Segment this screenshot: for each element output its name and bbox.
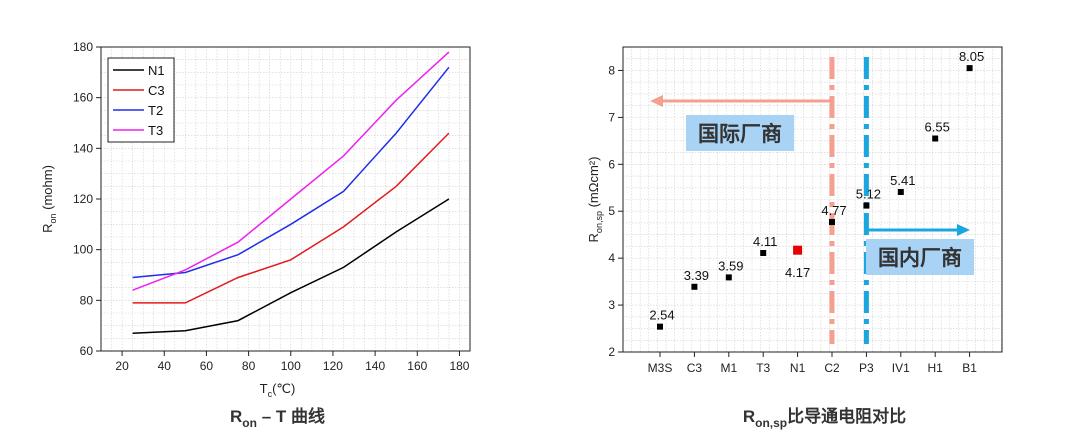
vendor-arrows (650, 94, 970, 236)
data-label-m3s: 2.54 (649, 308, 674, 323)
left-y-tick-label: 120 (73, 192, 93, 206)
legend-label-t2: T2 (148, 103, 163, 118)
right-x-tick-label: C3 (687, 361, 703, 375)
international-vendors-label-bg (686, 115, 794, 151)
data-label-p3: 5.12 (856, 187, 881, 202)
left-y-axis-label: Ron (mohm) (40, 165, 58, 233)
right-x-tick-label: C2 (824, 361, 840, 375)
international-arrow-head (650, 94, 663, 107)
data-label-c3: 3.39 (684, 268, 709, 283)
right-data-points: 2.54 3.39 3.59 4.11 4.17 4.77 5.12 5.41 6.55 8.05 (649, 49, 984, 330)
left-x-tick-label: 140 (365, 359, 385, 373)
right-y-tick-label: 7 (608, 110, 615, 124)
domestic-vendors-label-bg (866, 239, 974, 275)
right-x-tick-label: B1 (962, 361, 977, 375)
data-point-n1 (793, 245, 803, 255)
left-y-tick-label: 140 (73, 141, 93, 155)
data-label-n1: 4.17 (785, 265, 810, 280)
legend-box (107, 57, 175, 143)
series-line-n1 (132, 198, 450, 335)
right-y-tick-label: 6 (608, 157, 615, 171)
series-line-t3 (132, 51, 450, 291)
data-label-h1: 6.55 (925, 120, 950, 135)
right-x-tick-label: N1 (790, 361, 806, 375)
left-x-tick-label: 160 (407, 359, 427, 373)
domestic-arrow-head (957, 224, 970, 236)
right-y-tick-label: 2 (608, 345, 615, 359)
left-ticks: 20 40 60 80 100 120 140 160 180 60 80 100 120 140 160 1… (73, 40, 470, 373)
left-y-tick-label: 80 (80, 293, 94, 307)
right-y-tick-label: 3 (608, 298, 615, 312)
left-y-tick-label: 160 (73, 91, 93, 105)
data-point-m3s (657, 323, 663, 330)
rон-temperature-chart: 20 40 60 80 100 120 140 160 180 60 80 100 120 140 160 1… (40, 40, 471, 430)
data-label-c2: 4.77 (821, 203, 846, 218)
data-point-c2 (829, 219, 835, 226)
right-grid (623, 47, 1002, 352)
data-point-c3 (691, 283, 698, 290)
data-label-t3: 4.11 (753, 234, 777, 249)
data-point-b1 (966, 65, 973, 72)
data-label-iv1: 5.41 (890, 173, 915, 188)
series-line-t2 (132, 66, 450, 279)
left-y-tick-label: 100 (73, 243, 93, 257)
left-x-tick-label: 180 (449, 359, 469, 373)
left-x-axis-label: Tc(℃) (260, 381, 296, 399)
right-y-tick-label: 5 (608, 204, 615, 218)
left-x-tick-label: 120 (323, 359, 343, 373)
left-series-lines (132, 51, 450, 335)
data-point-h1 (932, 135, 939, 142)
left-grid (101, 46, 471, 351)
legend-label-n1: N1 (148, 63, 165, 78)
right-y-tick-label: 4 (608, 251, 615, 265)
data-point-iv1 (897, 188, 904, 195)
left-y-tick-label: 180 (73, 40, 93, 54)
right-y-axis-label: Ron,sp (mΩcm²) (586, 157, 604, 243)
series-line-c3 (132, 132, 450, 304)
right-x-tick-label: T3 (756, 361, 770, 375)
data-point-t3 (760, 249, 767, 256)
legend-label-c3: C3 (148, 83, 165, 98)
vendor-divider-lines (829, 57, 869, 344)
legend-label-t3: T3 (148, 123, 163, 138)
left-chart-title: Ron – T 曲线 (230, 406, 325, 430)
right-y-tick-label: 8 (608, 63, 615, 77)
domestic-vendors-label: 国内厂商 (878, 246, 962, 270)
right-x-tick-label: M1 (720, 361, 737, 375)
left-y-tick-label: 60 (80, 344, 94, 358)
ron-sp-comparison-chart: M3S C3 M1 T3 N1 C2 P3 IV1 H1 B1 2 3 4 5 6 7 8 2.54 3.39 3.… (586, 46, 1003, 430)
left-x-tick-label: 60 (200, 359, 214, 373)
right-x-tick-label: M3S (648, 361, 673, 375)
right-x-tick-label: IV1 (892, 361, 910, 375)
right-x-tick-label: H1 (928, 361, 944, 375)
international-vendors-label: 国际厂商 (698, 122, 782, 146)
left-x-tick-label: 40 (158, 359, 172, 373)
data-point-m1 (725, 274, 732, 281)
data-label-b1: 8.05 (959, 49, 984, 64)
left-x-tick-label: 20 (115, 359, 129, 373)
right-plot-frame (622, 46, 1003, 353)
right-chart-title: Ron,sp比导通电阻对比 (743, 406, 906, 430)
left-x-tick-label: 100 (281, 359, 301, 373)
data-point-p3 (863, 202, 870, 209)
vendor-annotations: 国际厂商 国内厂商 (686, 115, 974, 275)
left-x-tick-label: 80 (242, 359, 256, 373)
right-ticks: M3S C3 M1 T3 N1 C2 P3 IV1 H1 B1 2 3 4 5 6 7 8 (608, 63, 977, 375)
right-x-tick-label: P3 (859, 361, 874, 375)
data-label-m1: 3.59 (718, 258, 743, 273)
